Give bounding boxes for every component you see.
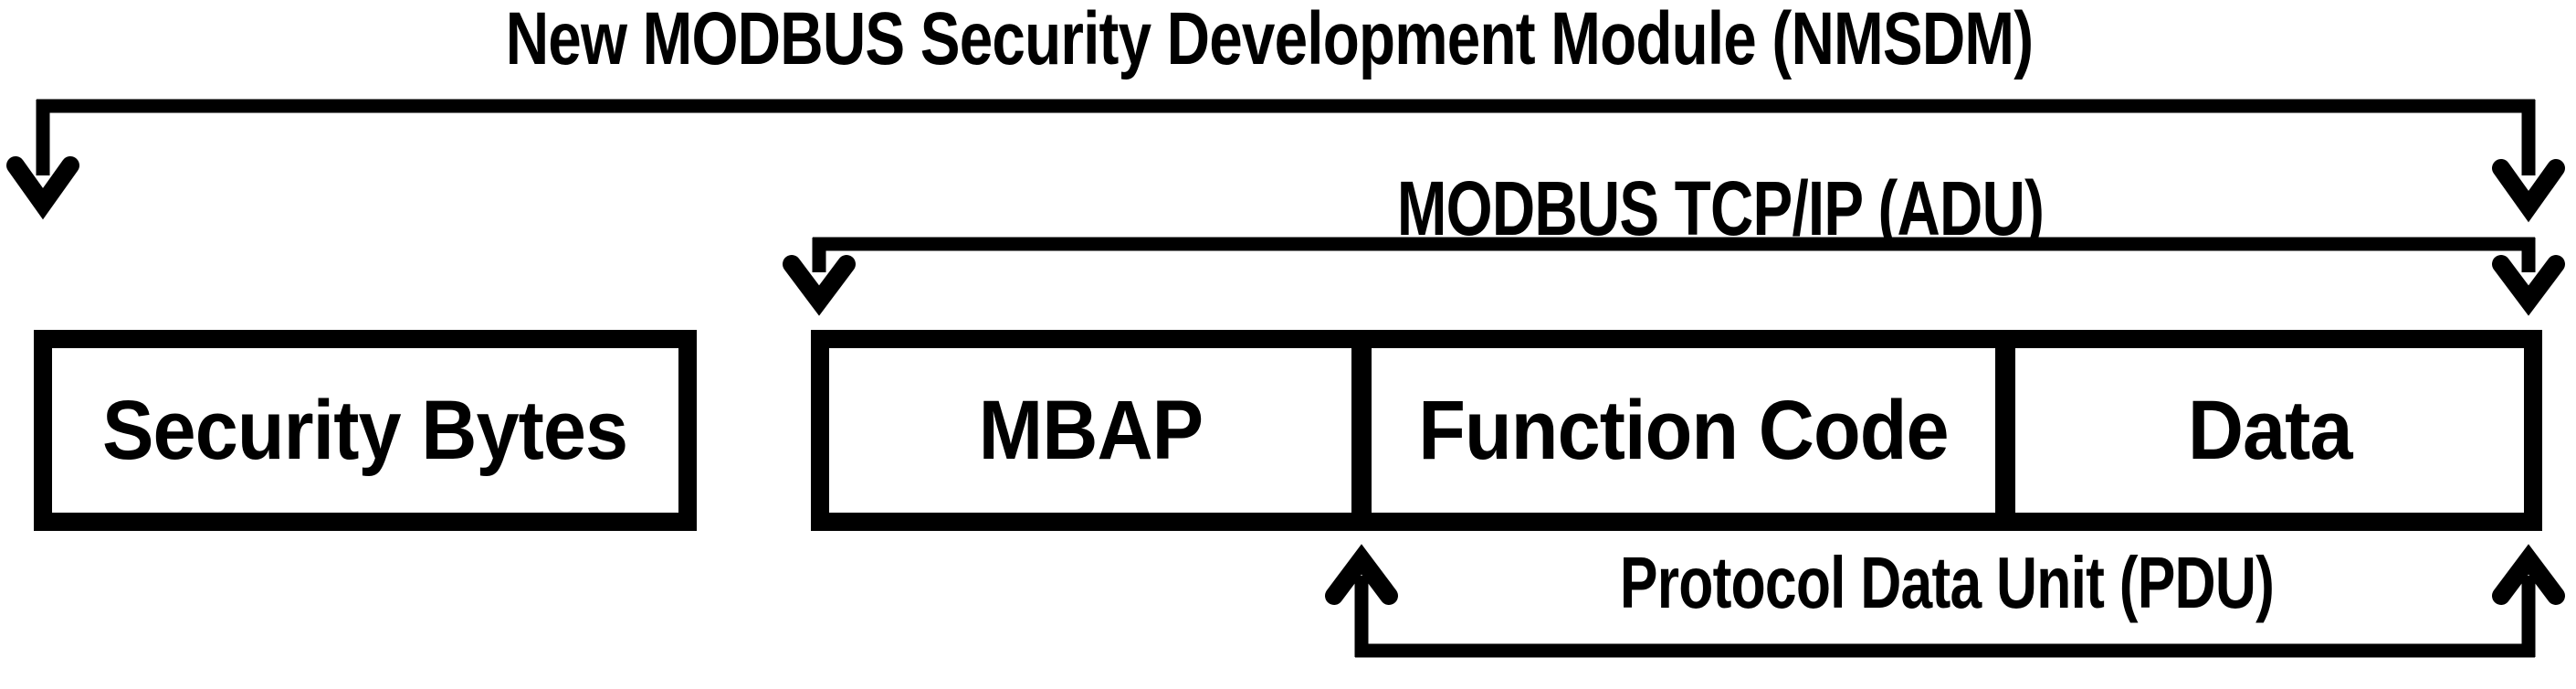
pdu-right-up-arrow-icon xyxy=(2492,544,2565,605)
adu-right-down-arrow-icon xyxy=(2492,255,2565,316)
nmsdm-left-down-arrow-icon xyxy=(6,156,79,220)
nmsdm-title: New MODBUS Security Development Module (… xyxy=(505,0,2034,80)
adu-left-down-arrow-icon xyxy=(783,255,856,316)
pdu-left-up-arrow-icon xyxy=(1325,544,1398,605)
nmsdm-bracket-line xyxy=(36,99,2536,175)
nmsdm-bracket xyxy=(6,99,2565,223)
function-code-label: Function Code xyxy=(1418,384,1949,477)
mbap-label: MBAP xyxy=(978,384,1203,477)
pdu-label: Protocol Data Unit (PDU) xyxy=(1619,542,2275,623)
data-box: Data xyxy=(1995,348,2524,513)
nmsdm-right-down-arrow-icon xyxy=(2492,159,2565,223)
security-bytes-label: Security Bytes xyxy=(102,384,628,477)
adu-packet-row: MBAP Function Code Data xyxy=(811,330,2542,531)
data-label: Data xyxy=(2187,384,2353,477)
adu-label: MODBUS TCP/IP (ADU) xyxy=(1396,165,2045,251)
security-bytes-box: Security Bytes xyxy=(34,330,697,531)
function-code-box: Function Code xyxy=(1351,348,1995,513)
mbap-box: MBAP xyxy=(829,348,1351,513)
